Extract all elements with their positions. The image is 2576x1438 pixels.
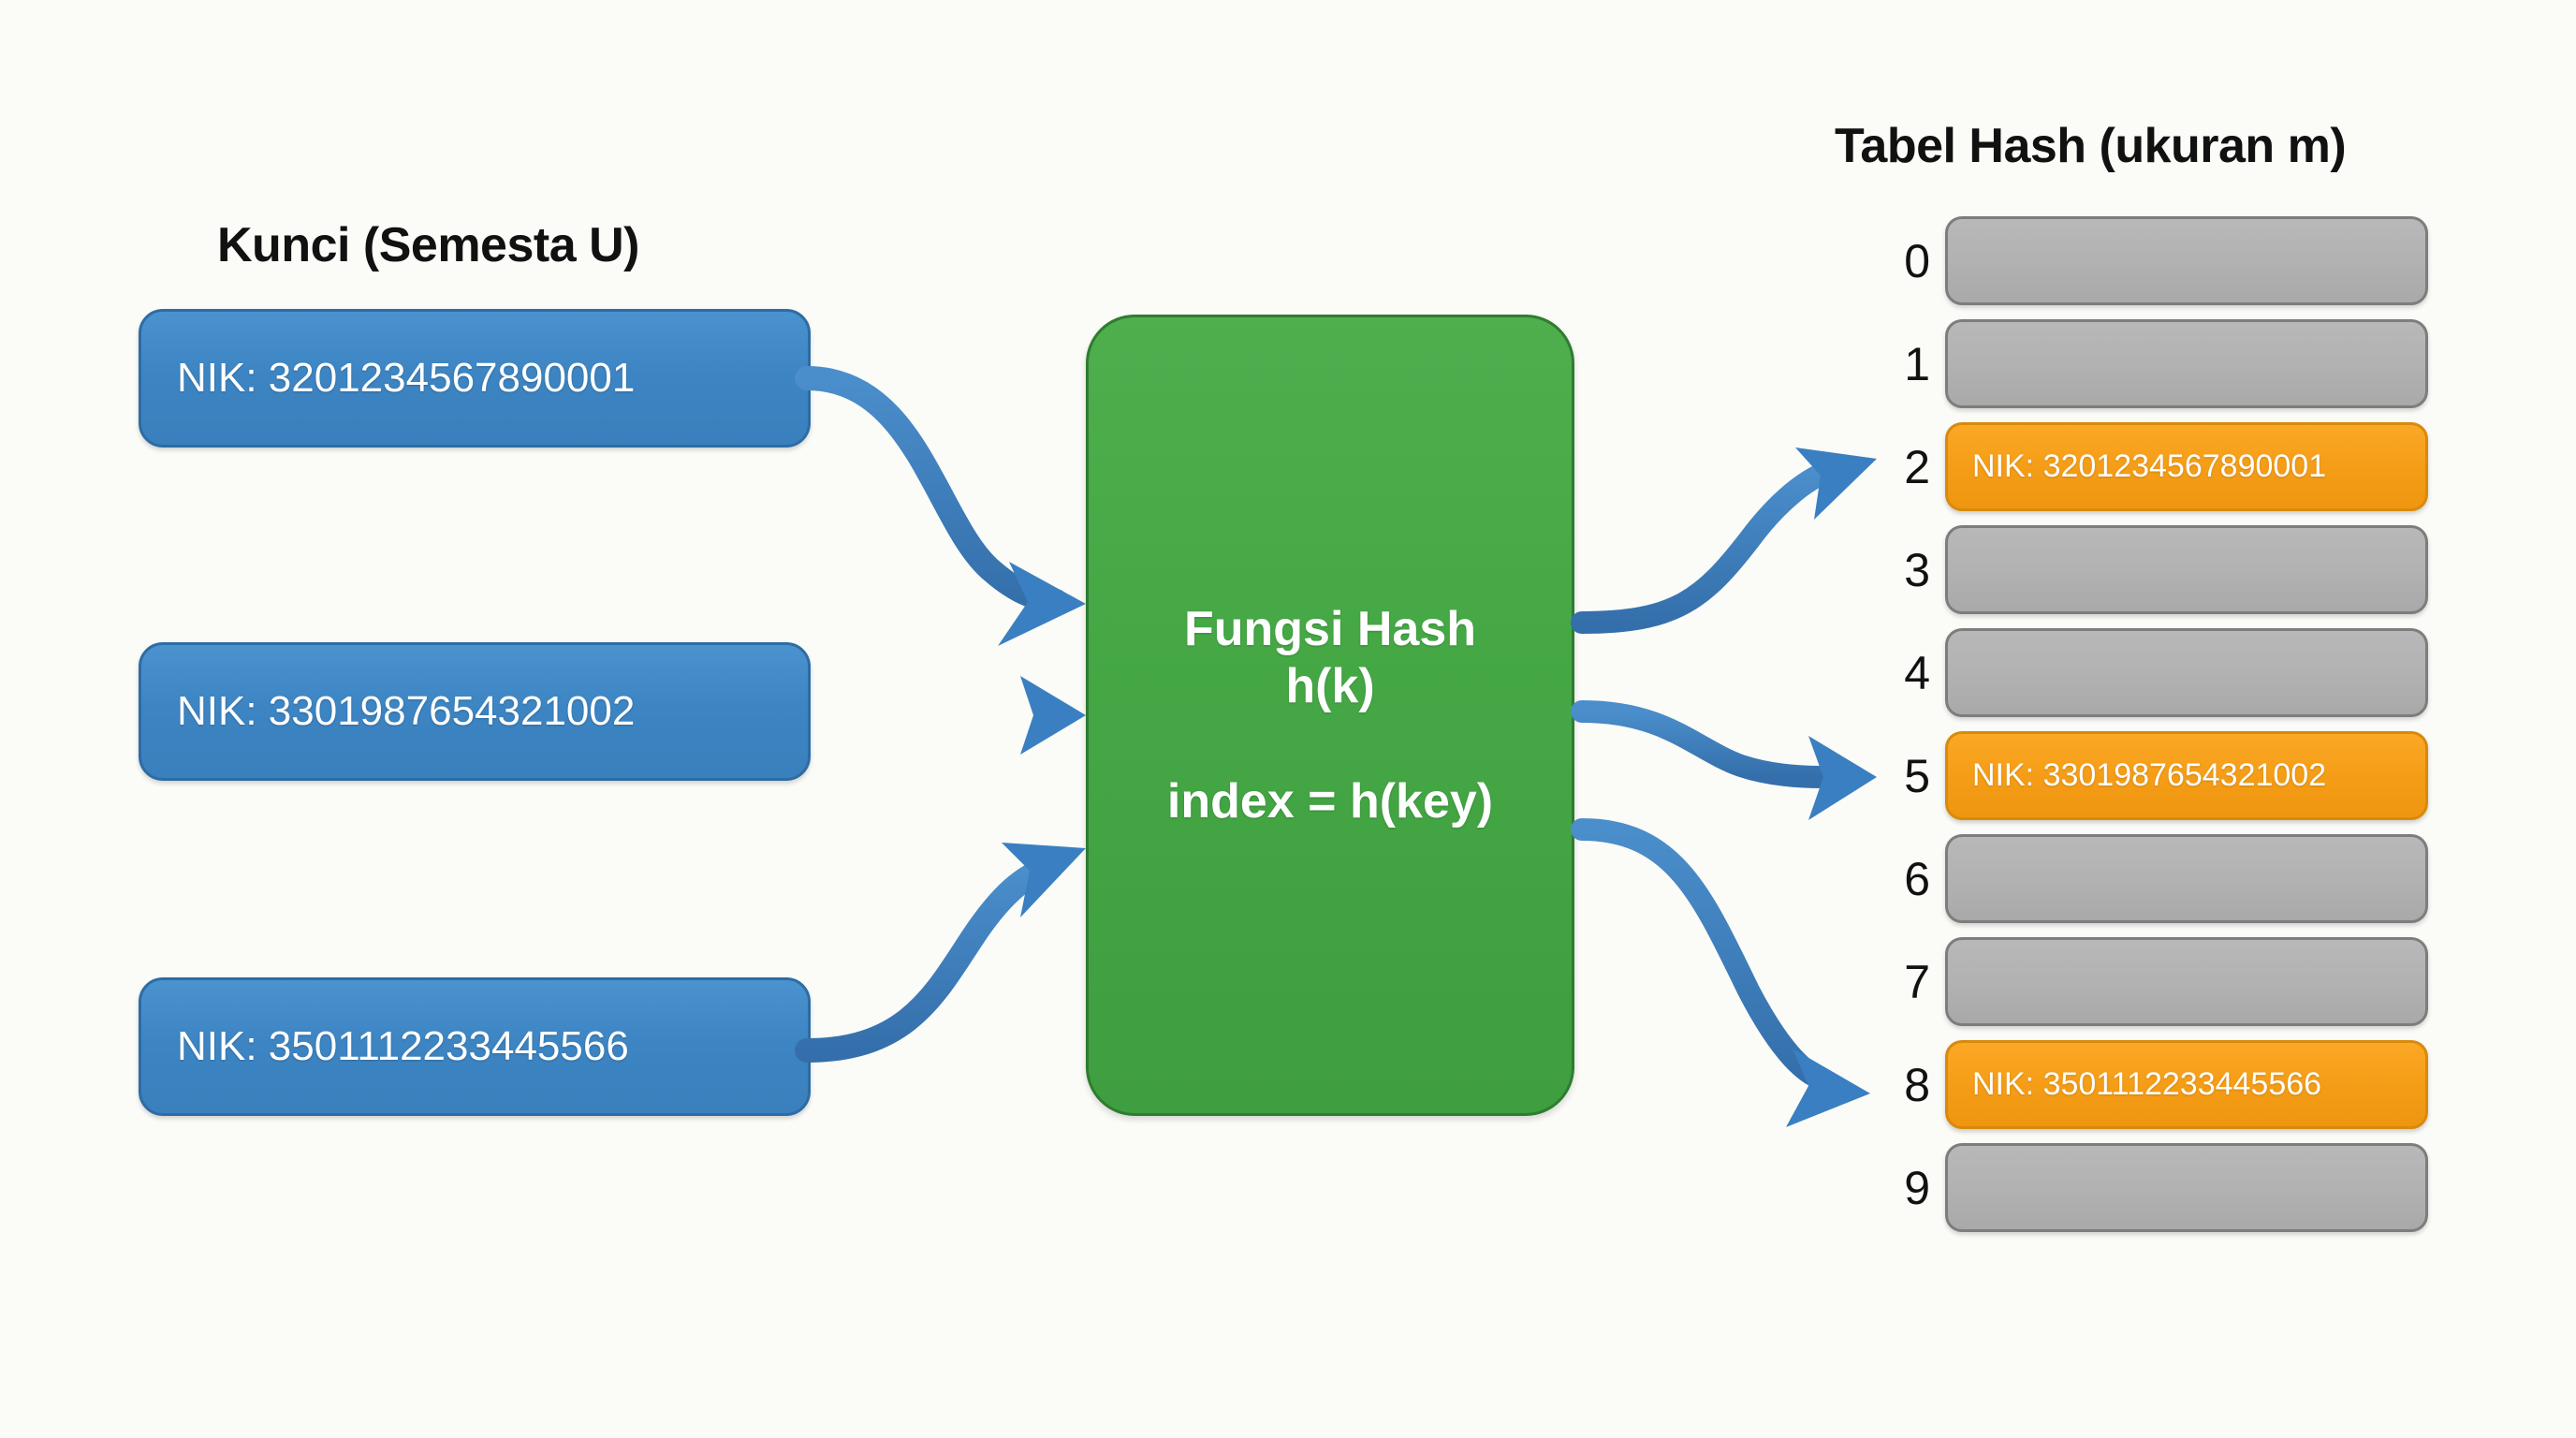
key-box-0[interactable]: NIK: 3201234567890001 bbox=[139, 309, 811, 448]
slot-index-0: 0 bbox=[1904, 234, 1930, 287]
hash-function-title: Fungsi Hash h(k) bbox=[1184, 601, 1476, 716]
connector-hash-to-slot2 bbox=[1571, 448, 1877, 634]
slot-cell-6[interactable] bbox=[1945, 834, 2428, 923]
hash-table: 0 1 2 NIK: 3201234567890001 3 4 bbox=[1863, 216, 2428, 1246]
hash-table-heading: Tabel Hash (ukuran m) bbox=[1835, 119, 2347, 173]
slot-index-3: 3 bbox=[1904, 543, 1930, 596]
slot-value-5: NIK: 3301987654321002 bbox=[1972, 757, 2327, 793]
key-label-2: NIK: 3501112233445566 bbox=[177, 1023, 629, 1069]
slot-row-3: 3 bbox=[1863, 525, 2428, 614]
slot-index-1: 1 bbox=[1904, 337, 1930, 390]
slot-index-5: 5 bbox=[1904, 749, 1930, 802]
slot-cell-5[interactable]: NIK: 3301987654321002 bbox=[1945, 731, 2428, 820]
arrowhead-icon bbox=[1020, 676, 1086, 755]
slot-row-1: 1 bbox=[1863, 319, 2428, 408]
connector-key2-to-hash bbox=[795, 843, 1086, 1063]
slot-row-4: 4 bbox=[1863, 628, 2428, 717]
connector-hash-to-slot8 bbox=[1571, 818, 1870, 1127]
slot-cell-4[interactable] bbox=[1945, 628, 2428, 717]
key-label-1: NIK: 3301987654321002 bbox=[177, 688, 636, 734]
slot-index-4: 4 bbox=[1904, 646, 1930, 699]
hash-function-title-line1: Fungsi Hash bbox=[1183, 601, 1477, 656]
hash-function-title-line2: h(k) bbox=[1285, 659, 1375, 713]
slot-index-7: 7 bbox=[1904, 955, 1930, 1008]
connector-key1-to-hash bbox=[807, 676, 1086, 755]
slot-index-9: 9 bbox=[1904, 1161, 1930, 1214]
slot-row-5: 5 NIK: 3301987654321002 bbox=[1863, 731, 2428, 820]
slot-cell-7[interactable] bbox=[1945, 937, 2428, 1026]
slot-cell-8[interactable]: NIK: 3501112233445566 bbox=[1945, 1040, 2428, 1129]
slot-index-8: 8 bbox=[1904, 1058, 1930, 1111]
slot-cell-3[interactable] bbox=[1945, 525, 2428, 614]
slot-index-6: 6 bbox=[1904, 852, 1930, 905]
arrowhead-icon bbox=[1786, 1049, 1870, 1127]
slot-row-2: 2 NIK: 3201234567890001 bbox=[1863, 422, 2428, 511]
arrowhead-icon bbox=[1002, 843, 1086, 917]
slot-row-9: 9 bbox=[1863, 1143, 2428, 1232]
slot-row-6: 6 bbox=[1863, 834, 2428, 923]
hash-function-formula: index = h(key) bbox=[1166, 774, 1494, 829]
hash-function-box[interactable]: Fungsi Hash h(k) index = h(key) bbox=[1086, 315, 1574, 1116]
slot-value-8: NIK: 3501112233445566 bbox=[1972, 1066, 2322, 1102]
slot-cell-1[interactable] bbox=[1945, 319, 2428, 408]
slot-row-7: 7 bbox=[1863, 937, 2428, 1026]
slot-cell-9[interactable] bbox=[1945, 1143, 2428, 1232]
slot-cell-0[interactable] bbox=[1945, 216, 2428, 305]
slot-cell-2[interactable]: NIK: 3201234567890001 bbox=[1945, 422, 2428, 511]
slot-index-2: 2 bbox=[1904, 440, 1930, 493]
slot-row-0: 0 bbox=[1863, 216, 2428, 305]
connector-hash-to-slot5 bbox=[1571, 700, 1877, 820]
key-box-2[interactable]: NIK: 3501112233445566 bbox=[139, 977, 811, 1116]
arrowhead-icon bbox=[998, 562, 1086, 646]
slot-value-2: NIK: 3201234567890001 bbox=[1972, 448, 2327, 484]
slot-row-8: 8 NIK: 3501112233445566 bbox=[1863, 1040, 2428, 1129]
key-box-1[interactable]: NIK: 3301987654321002 bbox=[139, 642, 811, 781]
key-label-0: NIK: 3201234567890001 bbox=[177, 355, 636, 401]
connector-key0-to-hash bbox=[795, 366, 1086, 646]
keys-section-heading: Kunci (Semesta U) bbox=[217, 218, 639, 272]
